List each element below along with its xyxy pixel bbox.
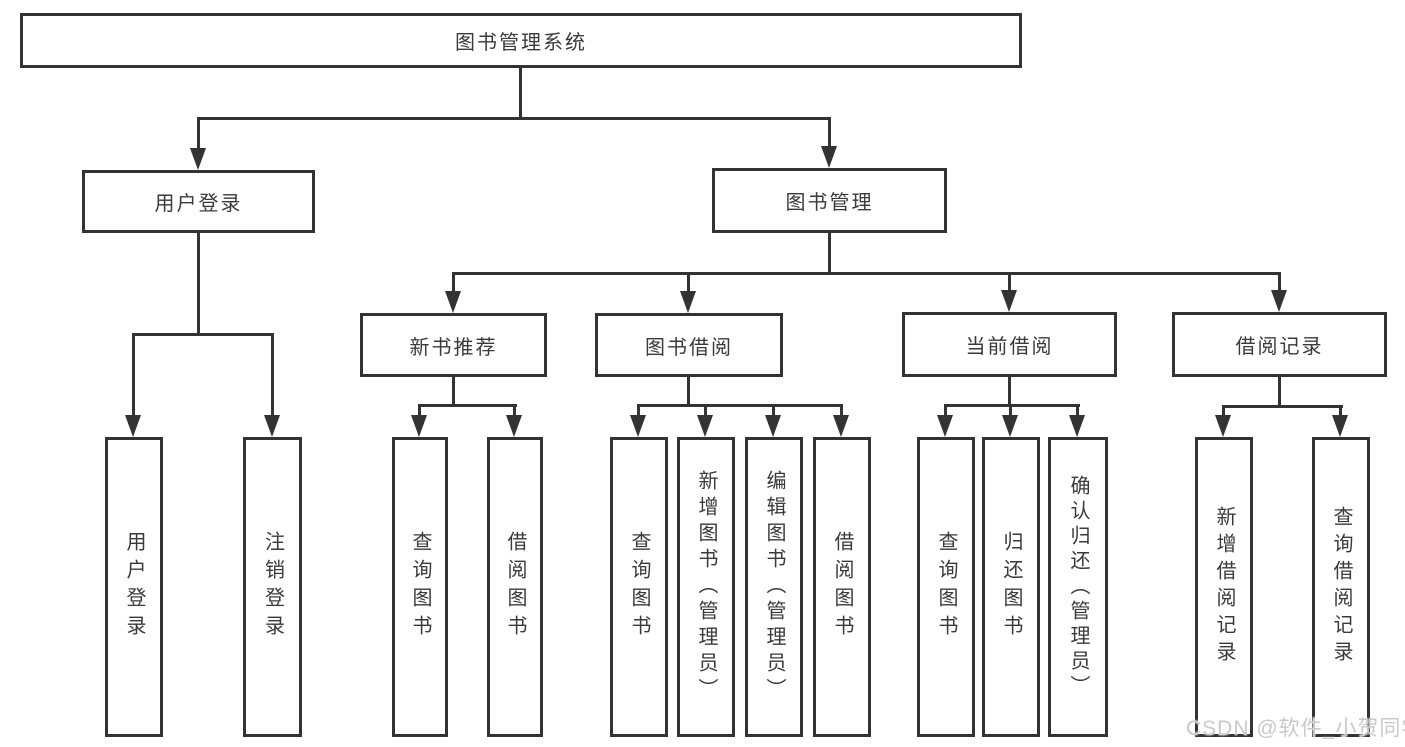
connector-line <box>1278 272 1281 293</box>
arrowhead-down <box>937 415 953 437</box>
connector-line <box>772 404 775 417</box>
leaf-query-book-recommend: 查询图书 <box>392 437 448 737</box>
arrowhead-down <box>1271 290 1287 312</box>
node-borrow-record-label: 借阅记录 <box>1235 336 1324 358</box>
connector-line <box>197 117 200 150</box>
connector-line <box>418 404 517 407</box>
arrowhead-down <box>411 415 427 437</box>
node-book-borrow-label: 图书借阅 <box>645 336 733 359</box>
connector-line <box>452 272 455 293</box>
leaf-add-borrow-record: 新增借阅记录 <box>1195 437 1253 737</box>
connector-line <box>704 404 707 417</box>
leaf-edit-book-admin: 编辑图书（管理员） <box>745 437 803 737</box>
leaf-borrow-book-recommend-label: 借阅图书 <box>504 531 526 643</box>
csdn-watermark: CSDN @软件_小贺同学 <box>1186 717 1405 740</box>
leaf-query-book-recommend-label: 查询图书 <box>409 531 431 643</box>
node-book-management-label: 图书管理 <box>785 192 874 214</box>
connector-line <box>452 272 1280 275</box>
connector-line <box>687 272 690 293</box>
arrowhead-down <box>833 415 849 437</box>
leaf-logout: 注销登录 <box>243 437 302 737</box>
leaf-query-book-borrow-label: 查询图书 <box>628 531 650 643</box>
connector-line <box>1009 404 1012 417</box>
connector-line <box>944 404 1080 407</box>
connector-line <box>418 404 421 417</box>
connector-line <box>1278 377 1281 408</box>
leaf-edit-book-admin-label: 编辑图书（管理员） <box>763 470 785 704</box>
arrowhead-down <box>1215 415 1231 437</box>
arrowhead-down <box>697 415 713 437</box>
node-borrow-record: 借阅记录 <box>1172 312 1387 377</box>
connector-line <box>519 66 522 118</box>
leaf-borrow-book: 借阅图书 <box>813 437 871 737</box>
arrowhead-down <box>765 415 781 437</box>
node-current-borrow-label: 当前借阅 <box>965 336 1054 358</box>
connector-line <box>1222 405 1343 408</box>
connector-line <box>513 404 516 417</box>
leaf-query-book-current: 查询图书 <box>917 437 975 737</box>
connector-line <box>828 117 831 148</box>
connector-line <box>452 377 455 407</box>
node-user-login: 用户登录 <box>82 170 315 233</box>
leaf-query-book-borrow: 查询图书 <box>610 437 668 737</box>
arrowhead-down <box>264 415 280 437</box>
leaf-confirm-return-admin: 确认归还（管理员） <box>1048 437 1108 737</box>
leaf-confirm-return-admin-label: 确认归还（管理员） <box>1067 474 1089 700</box>
connector-line <box>271 333 274 417</box>
leaf-user-login: 用户登录 <box>105 437 163 737</box>
arrowhead-down <box>1001 290 1017 312</box>
leaf-borrow-book-label: 借阅图书 <box>831 531 853 643</box>
leaf-return-book-label: 归还图书 <box>1000 531 1022 643</box>
connector-line <box>1222 405 1225 417</box>
connector-line <box>1339 405 1342 417</box>
arrowhead-down <box>630 415 646 437</box>
connector-line <box>197 233 200 335</box>
connector-line <box>197 117 831 120</box>
leaf-query-borrow-record: 查询借阅记录 <box>1312 437 1370 737</box>
leaf-user-login-label: 用户登录 <box>123 531 145 643</box>
connector-line <box>687 377 690 407</box>
connector-line <box>637 404 640 417</box>
arrowhead-down <box>445 291 461 313</box>
node-current-borrow: 当前借阅 <box>902 312 1117 377</box>
arrowhead-down <box>1002 415 1018 437</box>
leaf-add-borrow-record-label: 新增借阅记录 <box>1213 506 1235 668</box>
node-root: 图书管理系统 <box>20 13 1022 68</box>
node-new-book-recommend-label: 新书推荐 <box>409 336 498 359</box>
connector-line <box>132 333 135 417</box>
connector-line <box>132 333 273 336</box>
node-book-borrow: 图书借阅 <box>595 313 783 377</box>
leaf-add-book-admin-label: 新增图书（管理员） <box>695 470 717 704</box>
node-book-management: 图书管理 <box>712 168 947 233</box>
arrowhead-down <box>506 415 522 437</box>
connector-line <box>1008 377 1011 407</box>
arrowhead-down <box>680 291 696 313</box>
connector-line <box>1076 404 1079 417</box>
leaf-add-book-admin: 新增图书（管理员） <box>677 437 735 737</box>
connector-line <box>840 404 843 417</box>
connector-line <box>828 233 831 274</box>
connector-line <box>1008 272 1011 293</box>
arrowhead-down <box>125 415 141 437</box>
node-new-book-recommend: 新书推荐 <box>360 313 547 377</box>
node-root-label: 图书管理系统 <box>455 32 587 54</box>
arrowhead-down <box>190 148 206 170</box>
node-user-login-label: 用户登录 <box>154 193 243 215</box>
leaf-query-borrow-record-label: 查询借阅记录 <box>1330 506 1352 668</box>
arrowhead-down <box>821 146 837 168</box>
leaf-logout-label: 注销登录 <box>261 531 284 643</box>
leaf-query-book-current-label: 查询图书 <box>935 531 957 643</box>
arrowhead-down <box>1069 415 1085 437</box>
connector-line <box>944 404 947 417</box>
connector-line <box>637 404 843 407</box>
leaf-borrow-book-recommend: 借阅图书 <box>487 437 543 737</box>
arrowhead-down <box>1332 415 1348 437</box>
leaf-return-book: 归还图书 <box>982 437 1040 737</box>
